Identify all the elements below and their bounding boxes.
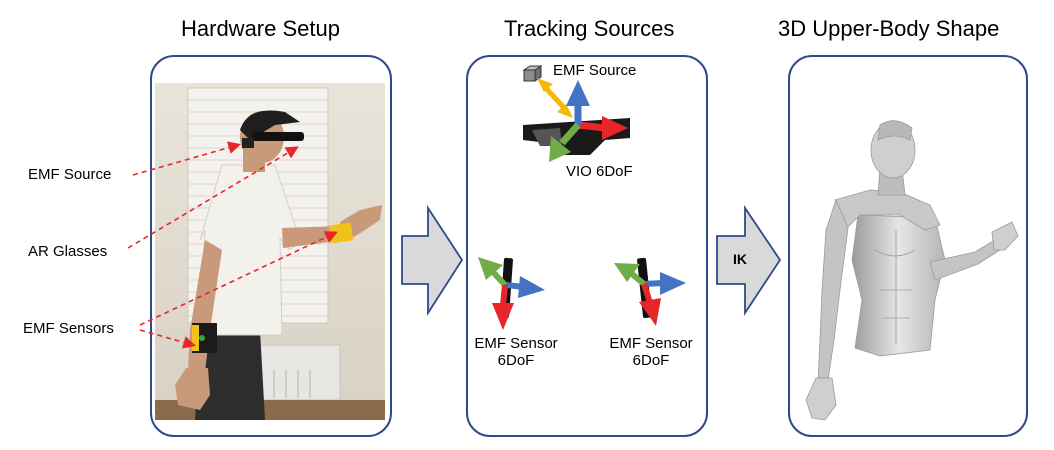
callout-lines [127,141,338,349]
upper-body-mesh [805,120,1019,421]
emf-link-arrow [537,78,573,118]
label-emf-sensor-2: EMF Sensor 6DoF [601,335,701,369]
emf-sensor-2-axes [614,257,686,326]
label-emf-sensor-2-line1: EMF Sensor [609,335,693,352]
label-emf-source: EMF Source [28,166,112,183]
label-emf-sensors: EMF Sensors [23,320,114,337]
callout-ar-glasses [127,146,299,249]
label-emf-sensor-1-line1: EMF Sensor [474,335,558,352]
flow-arrow-ik [716,205,782,316]
label-emf-sensor-2-line2: 6DoF [632,352,670,369]
label-emf-sensor-1-line2: 6DoF [497,352,535,369]
title-upper-body-shape: 3D Upper-Body Shape [778,16,1000,41]
label-emf-sensor-1: EMF Sensor 6DoF [466,335,566,369]
label-emf-source-tracking: EMF Source [553,62,637,79]
hardware-photo [155,83,385,420]
title-tracking-sources: Tracking Sources [504,16,675,41]
tracking-panel [466,55,708,437]
vio-axes [549,80,628,162]
label-vio-6dof: VIO 6DoF [566,163,633,180]
callout-emf-sensor-wrist [139,329,197,349]
flow-arrow-1 [401,204,464,317]
label-ik: IK [733,251,747,267]
emf-sensor-1-axes [478,257,545,330]
emf-source-cube-icon [522,65,543,82]
label-ar-glasses: AR Glasses [28,243,108,260]
title-hardware-setup: Hardware Setup [181,16,340,41]
callout-emf-source [132,141,242,176]
